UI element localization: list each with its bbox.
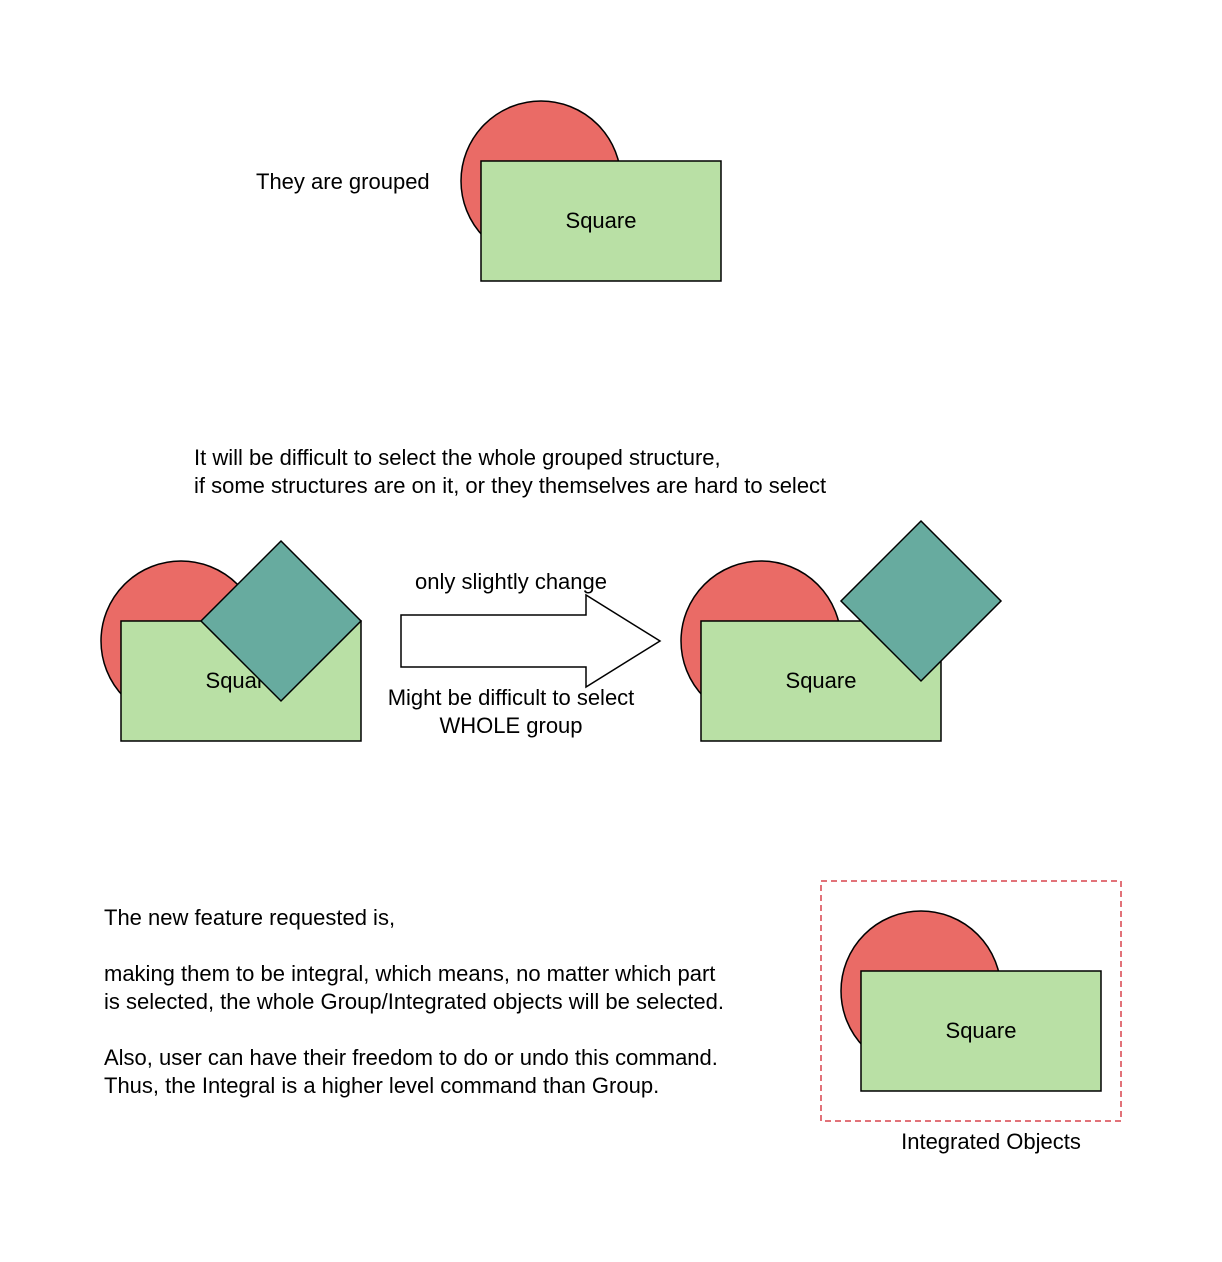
integrated-square-label: Square	[945, 1018, 1017, 1043]
integrated-square[interactable]	[860, 970, 1102, 1092]
group1-square[interactable]	[480, 160, 722, 282]
feature-desc-line1: making them to be integral, which means,…	[104, 961, 716, 986]
difficulty-heading-line1: It will be difficult to select the whole…	[194, 445, 721, 470]
grouped-caption: They are grouped	[256, 169, 430, 194]
feature-intro: The new feature requested is,	[104, 905, 396, 930]
arrow-top-label: only slightly change	[414, 569, 607, 594]
arrow-bottom-label-line1: Might be difficult to select	[387, 685, 635, 710]
integrated-objects-caption: Integrated Objects	[901, 1129, 1081, 1154]
arrow-bottom-label-line2: WHOLE group	[439, 713, 583, 738]
group2-left-square-label: Square	[205, 668, 277, 693]
feature-freedom-line2: Thus, the Integral is a higher level com…	[104, 1073, 660, 1098]
group2-right-square-label: Square	[785, 668, 857, 693]
group2-right-diamond[interactable]	[839, 519, 1003, 683]
group1-square-label: Square	[565, 208, 637, 233]
feature-freedom-line1: Also, user can have their freedom to do …	[104, 1045, 718, 1070]
change-arrow[interactable]	[400, 593, 662, 689]
integrated-boundary[interactable]	[820, 880, 1122, 1122]
feature-desc-line2: is selected, the whole Group/Integrated …	[104, 989, 725, 1014]
difficulty-heading-line2: if some structures are on it, or they th…	[194, 473, 827, 498]
